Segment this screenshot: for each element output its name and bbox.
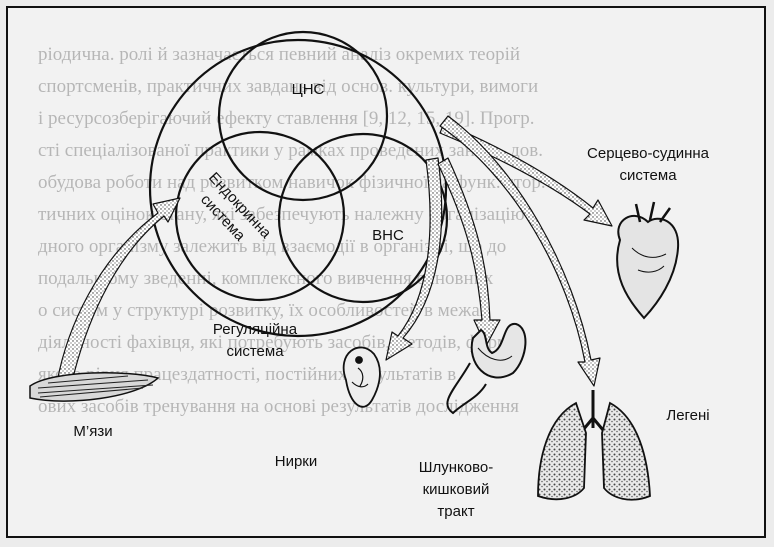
lungs-label: Легені — [666, 407, 709, 424]
ans-label: ВНС — [372, 227, 404, 244]
gi-label-line1: Шлунково- — [419, 459, 494, 476]
heart-illustration — [617, 202, 678, 318]
bg-line: спортсменів, практичних завдань від осно… — [38, 76, 538, 97]
bg-line: тичних оцінок стану, які забезпечують на… — [38, 204, 525, 225]
cardio-label-line2: система — [619, 167, 677, 184]
regulatory-system-diagram: ріодична. ролі й зазначається певний ана… — [8, 8, 764, 536]
muscles-label: М’язи — [73, 423, 112, 440]
diagram-frame: ріодична. ролі й зазначається певний ана… — [6, 6, 766, 538]
cns-label: ЦНС — [292, 81, 325, 98]
gi-label-line2: кишковий — [423, 481, 490, 498]
bg-line: ріодична. ролі й зазначається певний ана… — [38, 44, 520, 65]
lungs-illustration — [538, 390, 650, 500]
regulatory-label-line1: Регуляційна — [213, 321, 298, 338]
cardio-label-line1: Серцево-судинна — [587, 145, 710, 162]
kidneys-label: Нирки — [275, 453, 318, 470]
regulatory-label-line2: система — [226, 343, 284, 360]
arrow-muscles-to-regulatory — [56, 198, 180, 390]
gi-label-line3: тракт — [437, 503, 474, 520]
